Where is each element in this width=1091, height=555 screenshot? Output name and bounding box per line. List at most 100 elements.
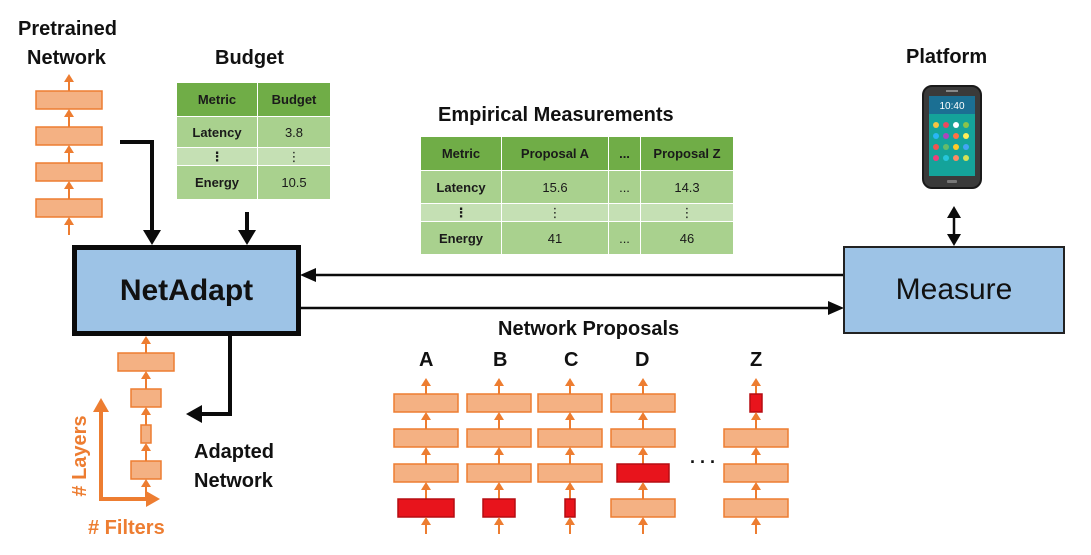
adapted-label-line1: Adapted [194, 441, 274, 463]
layer-arrow-head [421, 378, 431, 386]
netadapt-label: NetAdapt [119, 273, 254, 307]
empirical-header: ... [608, 136, 641, 171]
platform-title: Platform [906, 46, 988, 68]
empirical-cell: ... [608, 170, 641, 204]
pruned-layer [397, 498, 455, 518]
budget-cell: ⋮ [257, 147, 331, 166]
pruned-layer [564, 498, 576, 518]
layer-arrow-head [141, 336, 151, 344]
layer-arrow-head [494, 517, 504, 525]
network-layer [466, 393, 532, 413]
empirical-cell: Energy [420, 221, 502, 255]
network-layer [35, 162, 103, 182]
empirical-title: Empirical Measurements [438, 104, 674, 126]
network-layer [140, 424, 152, 444]
netadapt-box: NetAdapt [72, 245, 301, 336]
layer-arrow-head [421, 482, 431, 490]
layer-arrow-head [141, 371, 151, 379]
network-layer [466, 463, 532, 483]
empirical-header: Proposal A [501, 136, 609, 171]
pretrained-label-line2: Network [27, 47, 106, 69]
measure-label: Measure [895, 273, 1013, 306]
arrow-heads [143, 206, 961, 423]
layer-arrow-head [141, 479, 151, 487]
measure-box: Measure [843, 246, 1065, 334]
network-layer [610, 428, 676, 448]
layer-arrow-head [494, 412, 504, 420]
layer-arrow-head [565, 517, 575, 525]
layer-arrow-head [494, 447, 504, 455]
empirical-cell: Latency [420, 170, 502, 204]
layer-arrow-head [494, 482, 504, 490]
proposals-title: Network Proposals [498, 318, 680, 340]
layer-arrow-head [494, 378, 504, 386]
proposal-label-d: D [635, 349, 650, 371]
layer-arrow-head [638, 517, 648, 525]
proposal-label-z: Z [750, 349, 763, 371]
layer-arrow-head [638, 482, 648, 490]
layer-arrow-head [638, 378, 648, 386]
layer-arrow-head [141, 407, 151, 415]
layer-arrow-head [565, 412, 575, 420]
proposal-ellipsis: . . . [690, 447, 716, 467]
budget-cell: Latency [176, 116, 258, 148]
layer-arrow-head [565, 482, 575, 490]
network-layer [393, 428, 459, 448]
phone-clock: 10:40 [939, 101, 964, 112]
layer-arrow-head [421, 517, 431, 525]
budget-cell: Energy [176, 165, 258, 200]
budget-table: Metric Budget Latency 3.8 ⋮ ⋮ Energy 10.… [176, 82, 331, 200]
budget-title: Budget [215, 47, 284, 69]
layers-filters-axes [93, 398, 160, 507]
layer-arrow-head [751, 412, 761, 420]
empirical-header: Metric [420, 136, 502, 171]
proposal-label-a: A [419, 349, 434, 371]
app-grid [933, 122, 969, 161]
layer-arrow-head [565, 378, 575, 386]
network-layer [130, 460, 162, 480]
smartphone-icon: 10:40 [922, 85, 982, 189]
axis-layers-label: # Layers [69, 415, 91, 497]
network-layer [610, 498, 676, 518]
empirical-cell: ⋮ [501, 203, 609, 222]
layer-arrow-head [751, 378, 761, 386]
layer-arrow-head [751, 482, 761, 490]
layer-arrow-head [64, 74, 74, 82]
network-layer [537, 393, 603, 413]
network-layer [537, 463, 603, 483]
empirical-cell: 14.3 [640, 170, 734, 204]
pretrained-network-stack [35, 74, 103, 235]
network-layer [35, 90, 103, 110]
layer-arrow-head [421, 447, 431, 455]
empirical-header: Proposal Z [640, 136, 734, 171]
layer-arrow-head [751, 517, 761, 525]
empirical-table: Metric Proposal A ... Proposal Z Latency… [420, 136, 734, 255]
pruned-layer [482, 498, 516, 518]
adapted-label-line2: Network [194, 470, 273, 492]
pruned-layer [749, 393, 763, 413]
proposal-label-c: C [564, 349, 579, 371]
layer-arrow-head [141, 443, 151, 451]
layer-arrow-head [565, 447, 575, 455]
network-layer [393, 393, 459, 413]
network-layer [35, 198, 103, 218]
axis-filters-label: # Filters [88, 517, 165, 539]
empirical-cell: ⋮ [640, 203, 734, 222]
network-layer [723, 428, 789, 448]
network-layer [35, 126, 103, 146]
layer-arrow-head [421, 412, 431, 420]
empirical-cell: 41 [501, 221, 609, 255]
proposal-label-b: B [493, 349, 508, 371]
layer-arrow-head [64, 109, 74, 117]
network-layer [130, 388, 162, 408]
empirical-cell: 15.6 [501, 170, 609, 204]
network-layer [537, 428, 603, 448]
empirical-cell [608, 203, 641, 222]
budget-cell: ⋮ [176, 147, 258, 166]
network-layer [117, 352, 175, 372]
layer-arrow-head [64, 217, 74, 225]
layer-arrow-head [64, 145, 74, 153]
budget-header-budget: Budget [257, 82, 331, 117]
network-layer [393, 463, 459, 483]
